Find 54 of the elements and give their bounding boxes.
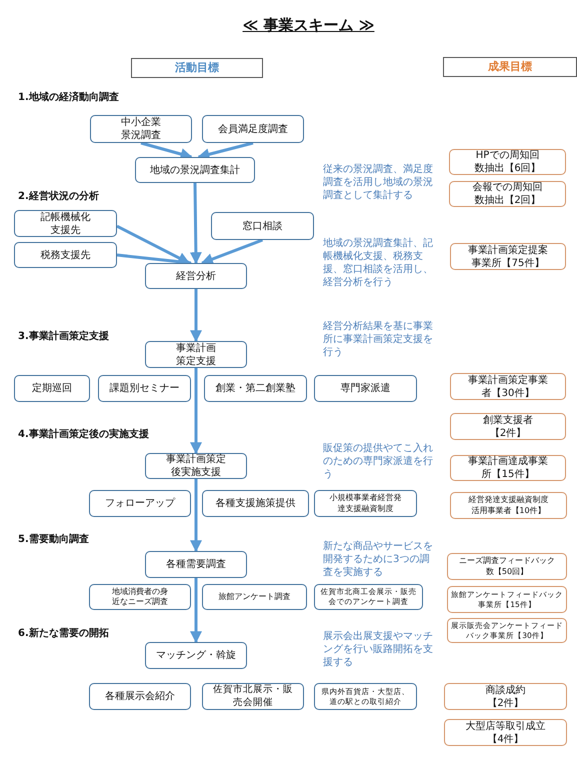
note-text: 販促策の提供やてこ入れのための専門家派遣を行う xyxy=(323,442,434,481)
note-text: 従来の景況調査、満足度調査を活用し地域の景況調査として集計する xyxy=(323,163,434,202)
process-box: 事業計画策定支援 xyxy=(145,341,247,368)
section-heading: 5.需要動向調査 xyxy=(18,532,89,546)
process-box: 小規模事業者経営発達支援融資制度 xyxy=(314,490,417,517)
arrow xyxy=(201,238,264,265)
note-text: 経営分析結果を基に事業所に事業計画策定支援を行う xyxy=(323,320,434,359)
process-box: 記帳機械化支援先 xyxy=(14,210,117,237)
process-box: 定期巡回 xyxy=(14,375,90,402)
result-box: 事業計画達成事業所【15件】 xyxy=(450,455,566,481)
process-box: 窓口相談 xyxy=(211,212,314,240)
section-heading: 2.経営状況の分析 xyxy=(18,190,99,203)
section-heading: 1.地域の経済動向調査 xyxy=(18,90,119,104)
title: ≪ 事業スキーム ≫ xyxy=(242,16,376,35)
result-box: ニーズ調査フィードバック数【50回】 xyxy=(447,553,567,580)
process-box: 創業・第二創業塾 xyxy=(204,375,307,402)
result-box: 創業支援者【2件】 xyxy=(450,413,566,440)
process-box: 事業計画策定後実施支援 xyxy=(145,453,247,479)
result-box: HPでの周知回数抽出【6回】 xyxy=(449,149,566,175)
note-text: 地域の景況調査集計、記帳機械化支援、税務支援、窓口相談を活用し、経営分析を行う xyxy=(323,237,434,289)
section-heading: 6.新たな需要の開拓 xyxy=(18,626,109,640)
arrow xyxy=(190,578,202,644)
header-box: 活動目標 xyxy=(131,58,263,78)
process-box: 佐賀市北展示・販売会開催 xyxy=(202,683,304,710)
note-text: 展示会出展支援やマッチングを行い販路開拓を支援する xyxy=(323,630,434,669)
header-box: 成果目標 xyxy=(443,57,577,77)
arrow xyxy=(190,182,202,264)
section-heading: 3.事業計画策定支援 xyxy=(18,329,109,343)
process-box: マッチング・斡旋 xyxy=(145,642,247,669)
process-box: 地域消費者の身近なニーズ調査 xyxy=(89,584,191,610)
process-box: 各種展示会紹介 xyxy=(89,683,191,710)
arrow xyxy=(190,289,202,342)
process-box: 経営分析 xyxy=(145,263,247,289)
process-box: 各種需要調査 xyxy=(145,551,247,578)
result-box: 事業計画策定提案事業所【75件】 xyxy=(450,243,566,270)
arrow xyxy=(190,479,202,552)
note-text: 新たな商品やサービスを開発するために3つの調査を実施する xyxy=(323,540,434,579)
result-box: 大型店等取引成立【4件】 xyxy=(444,719,567,746)
process-box: フォローアップ xyxy=(89,490,191,517)
process-box: 旅館アンケート調査 xyxy=(202,584,307,610)
result-box: 商談成約【2件】 xyxy=(444,683,567,710)
process-box: 専門家派遣 xyxy=(314,375,417,402)
process-box: 地域の景況調査集計 xyxy=(135,157,255,183)
process-box: 中小企業景況調査 xyxy=(90,115,192,143)
process-box: 会員満足度調査 xyxy=(202,115,304,143)
section-heading: 4.事業計画策定後の実施支援 xyxy=(18,427,149,441)
arrow xyxy=(140,142,193,160)
process-box: 課題別セミナー xyxy=(98,375,191,402)
result-box: 事業計画策定事業者【30件】 xyxy=(450,373,566,400)
arrow xyxy=(190,368,202,454)
process-box: 各種支援施策提供 xyxy=(202,490,309,517)
result-box: 経営発達支援融資制度活用事業者【10件】 xyxy=(450,492,567,519)
result-box: 会報での周知回数抽出【2回】 xyxy=(449,181,566,207)
process-box: 税務支援先 xyxy=(14,242,117,268)
